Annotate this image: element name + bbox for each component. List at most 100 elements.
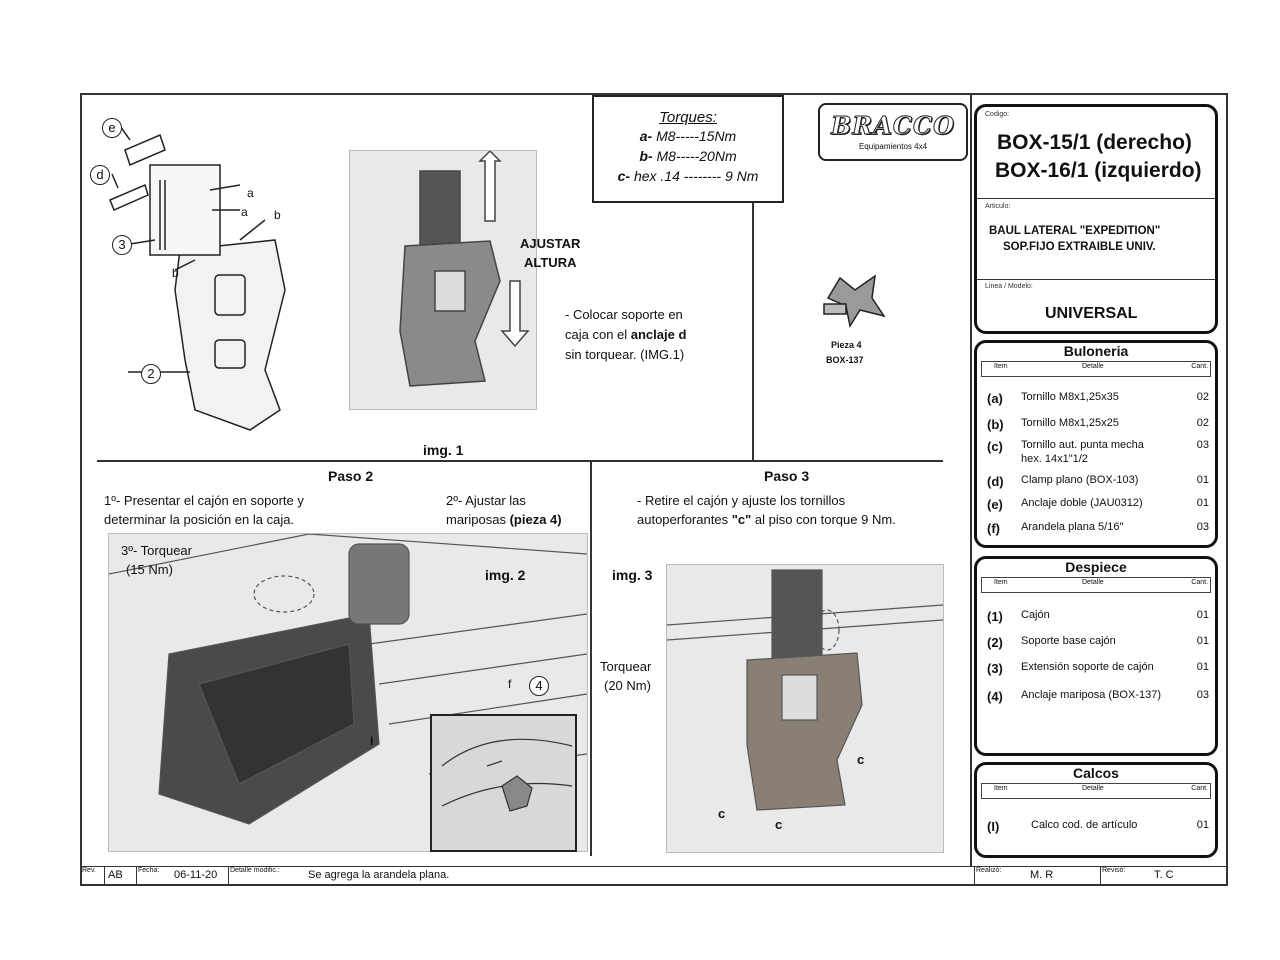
img-1-label: img. 1 xyxy=(423,442,464,458)
fecha-value: 06-11-20 xyxy=(174,869,218,881)
hdr-detalle: Detalle xyxy=(1082,785,1104,792)
bul-key-3: (d) xyxy=(987,474,1004,489)
articulo-line-2: SOP.FIJO EXTRAIBLE UNIV. xyxy=(1003,241,1156,253)
bul-detail-0: Tornillo M8x1,25x35 xyxy=(1021,391,1119,403)
step1-instruction-2a: caja con el xyxy=(565,327,631,342)
bul-detail-4: Anclaje doble (JAU0312) xyxy=(1021,497,1143,509)
desp-qty-3: 03 xyxy=(1196,689,1209,701)
detalle-label: Detalle modific.: xyxy=(230,867,280,874)
paso2-title: Paso 2 xyxy=(328,468,374,484)
despiece-title: Despiece xyxy=(1065,559,1127,575)
paso3-torquear: Torquear xyxy=(600,659,652,674)
callout-c-3: c xyxy=(857,752,865,767)
bul-qty-1: 02 xyxy=(1196,417,1209,429)
footer-sep-4 xyxy=(974,866,975,886)
callout-2: 2 xyxy=(141,364,161,384)
exploded-parts-diagram xyxy=(109,125,286,431)
paso3-text-2b: "c" xyxy=(731,512,752,527)
paso2-text-2b: mariposas (pieza 4) xyxy=(446,512,562,527)
torque-value-c: hex .14 -------- 9 Nm xyxy=(633,168,759,184)
paso2-torquear-1: 3º- Torquear xyxy=(121,543,192,558)
title-divider-2 xyxy=(977,279,1215,280)
codigo-label: Codigo: xyxy=(985,111,1010,118)
calcos-title: Calcos xyxy=(1073,765,1119,781)
title-divider-1 xyxy=(977,198,1215,199)
logo-brand: BRACCO xyxy=(831,111,955,141)
bul-qty-5: 03 xyxy=(1196,521,1209,533)
hdr-cant: Cant. xyxy=(1191,579,1208,586)
torques-title: Torques: xyxy=(659,109,717,126)
hdr-detalle: Detalle xyxy=(1082,363,1104,370)
torque-key-a: a- xyxy=(639,128,653,144)
reviso-value: T. C xyxy=(1154,869,1174,881)
callout-c-2: c xyxy=(775,817,783,832)
buloneria-table: Buloneria Item Detalle Cant. (a)Tornillo… xyxy=(974,340,1218,548)
desp-detail-3: Anclaje mariposa (BOX-137) xyxy=(1021,689,1162,701)
callout-4: 4 xyxy=(529,676,549,696)
desp-qty-2: 01 xyxy=(1196,661,1209,673)
realizo-label: Realizó: xyxy=(976,867,1002,874)
torque-key-b: b- xyxy=(639,148,653,164)
paso2-torquear-2: (15 Nm) xyxy=(126,562,173,577)
torque-row-c: c- hex .14 -------- 9 Nm xyxy=(594,166,782,186)
hdr-item: Item xyxy=(994,579,1008,586)
callout-c-1: c xyxy=(718,806,726,821)
bul-detail-2: Tornillo aut. punta mecha xyxy=(1021,439,1144,451)
paso3-text-2c: al piso con torque 9 Nm. xyxy=(751,512,896,527)
despiece-header: Item Detalle Cant. xyxy=(981,577,1211,593)
desp-detail-2: Extensión soporte de cajón xyxy=(1021,661,1154,673)
realizo-value: M. R xyxy=(1030,869,1054,881)
hdr-item: Item xyxy=(994,785,1008,792)
torque-value-a: M8-----15Nm xyxy=(656,128,737,144)
callout-b-2: b xyxy=(172,266,179,280)
footer-sep-1 xyxy=(104,866,105,886)
bul-detail-5: Arandela plana 5/16" xyxy=(1021,521,1124,533)
footer-sep-2 xyxy=(136,866,137,886)
desp-key-1: (2) xyxy=(987,635,1003,650)
divider-v-right xyxy=(970,95,972,866)
wing-nut-icon xyxy=(823,274,886,328)
torque-value-b: M8-----20Nm xyxy=(656,148,737,164)
torque-row-b: b- M8-----20Nm xyxy=(594,146,782,166)
pieza4-label-1: Pieza 4 xyxy=(831,340,862,350)
linea-label: Linea / Modelo: xyxy=(985,283,1033,290)
bul-qty-0: 02 xyxy=(1196,391,1209,403)
calcos-header: Item Detalle Cant. xyxy=(981,783,1211,799)
title-block: Codigo: BOX-15/1 (derecho) BOX-16/1 (izq… xyxy=(974,104,1218,334)
buloneria-header: Item Detalle Cant. xyxy=(981,361,1211,377)
bul-detail-2b: hex. 14x1"1/2 xyxy=(1021,453,1088,465)
calcos-table: Calcos Item Detalle Cant. (I)Calco cod. … xyxy=(974,762,1218,858)
calco-detail-0: Calco cod. de artículo xyxy=(1031,819,1138,831)
bul-qty-3: 01 xyxy=(1196,474,1209,486)
desp-qty-0: 01 xyxy=(1196,609,1209,621)
bul-qty-2: 03 xyxy=(1196,439,1209,451)
desp-key-0: (1) xyxy=(987,609,1003,624)
divider-h-mid xyxy=(97,460,943,462)
torque-row-a: a- M8-----15Nm xyxy=(594,126,782,146)
reviso-label: Revisó: xyxy=(1102,867,1126,874)
torques-box: Torques: a- M8-----15Nm b- M8-----20Nm c… xyxy=(592,95,784,203)
rev-value: AB xyxy=(108,869,123,881)
callout-e: e xyxy=(102,118,122,138)
step1-instruction-1: - Colocar soporte en xyxy=(565,307,683,322)
fecha-label: Fecha: xyxy=(138,867,160,874)
detalle-value: Se agrega la arandela plana. xyxy=(308,869,450,881)
paso3-nm: (20 Nm) xyxy=(604,678,651,693)
img-2-label: img. 2 xyxy=(485,567,526,583)
bracco-logo: BRACCO Equipamientos 4x4 xyxy=(818,103,968,161)
step1-instruction-3: sin torquear. (IMG.1) xyxy=(565,347,685,362)
img-2-inset xyxy=(430,714,577,852)
logo-subtitle: Equipamientos 4x4 xyxy=(858,142,928,151)
callout-I: I xyxy=(370,734,374,748)
divider-v-step1 xyxy=(752,203,754,461)
paso2-text-2c: (pieza 4) xyxy=(509,512,562,527)
img-2-photo xyxy=(108,533,588,852)
desp-detail-1: Soporte base cajón xyxy=(1021,635,1116,647)
img-3-photo xyxy=(666,564,944,853)
paso3-text-2a: autoperforantes xyxy=(637,512,732,527)
bul-detail-3: Clamp plano (BOX-103) xyxy=(1021,474,1139,486)
torque-key-c: c- xyxy=(617,168,631,184)
bul-qty-4: 01 xyxy=(1196,497,1209,509)
paso3-text-2: autoperforantes "c" al piso con torque 9… xyxy=(637,512,896,527)
bul-key-0: (a) xyxy=(987,391,1003,406)
